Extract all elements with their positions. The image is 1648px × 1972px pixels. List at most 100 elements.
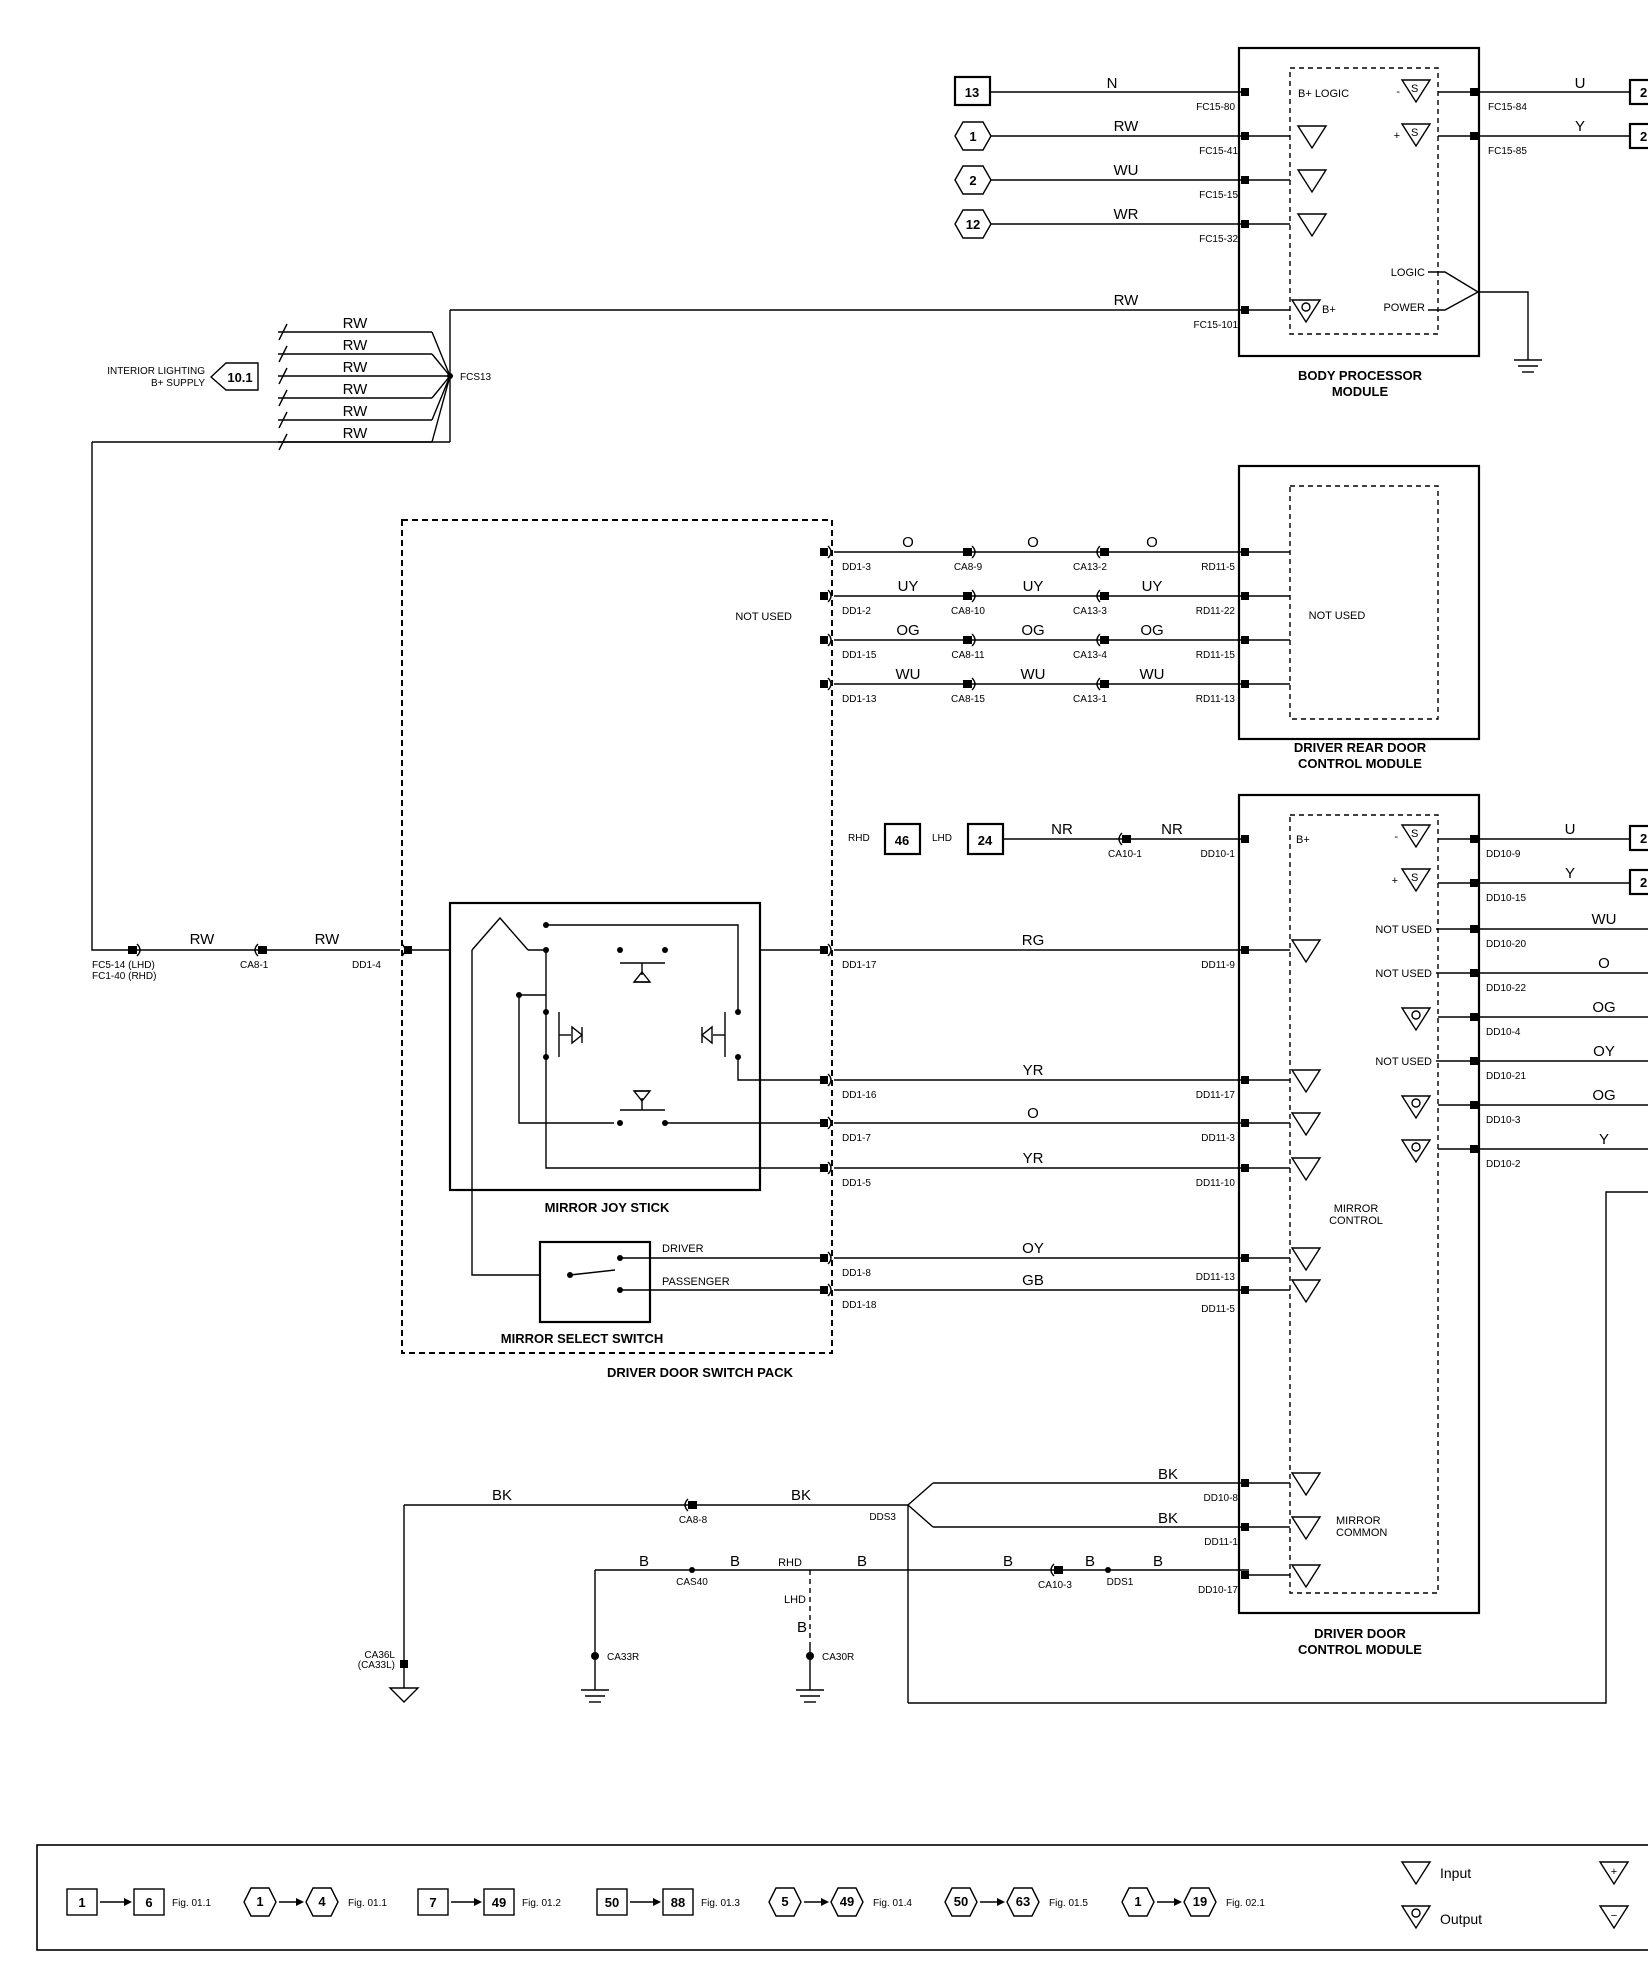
svg-text:OY: OY [1593, 1043, 1615, 1060]
ref-box [953, 75, 992, 107]
svg-text:DD11-3: DD11-3 [1201, 1133, 1235, 1144]
switch-pack-title: DRIVER DOOR SWITCH PACK [607, 1365, 794, 1380]
wire-color: RW [190, 931, 216, 948]
ddcm-input-row: DD1-18 GB DD11-5 [820, 1272, 1322, 1315]
connector-pin: FC5-14 (LHD) [92, 960, 155, 971]
driver-rear-door-module: NOT USED DRIVER REAR DOOR CONTROL MODULE… [820, 464, 1481, 771]
svg-text:Fig. 01.2: Fig. 01.2 [522, 1898, 561, 1909]
svg-text:CA8-10: CA8-10 [951, 606, 985, 617]
wire-color: RW [343, 425, 369, 442]
body-processor-module: BODY PROCESSOR MODULE 13 N FC15-80 B+ LO… [450, 46, 1648, 399]
input-icon [1290, 1247, 1322, 1272]
svg-text:WU: WU [1140, 666, 1165, 683]
svg-text:OG: OG [1021, 622, 1044, 639]
input-icon [1296, 125, 1328, 150]
ddcm-output-row: + S DD10-15 Y 2 [1392, 865, 1648, 904]
legend-item: 1 19 Fig. 02.1 [1121, 1887, 1265, 1917]
b-plus-logic-label: B+ LOGIC [1298, 88, 1349, 100]
svg-text:19: 19 [1193, 1894, 1207, 1909]
svg-text:YR: YR [1023, 1150, 1044, 1167]
rear-row: DD1-15 OG CA8-11 OG CA13-4 OG RD11-15 [820, 622, 1290, 661]
output-icon [1290, 299, 1322, 324]
svg-text:O: O [1146, 534, 1158, 551]
legend-item: 7 49 Fig. 01.2 [417, 1888, 561, 1916]
wire-color: RW [343, 403, 369, 420]
wire-color: B [730, 1553, 740, 1570]
chassis-ground-icon [388, 1687, 420, 1703]
svg-text:DD11-13: DD11-13 [1196, 1272, 1236, 1283]
svg-text:O: O [1027, 1105, 1039, 1122]
wire-color: B [1003, 1553, 1013, 1570]
wire-color: RW [1114, 118, 1140, 135]
svg-text:DD11-10: DD11-10 [1196, 1178, 1236, 1189]
wire-color: U [1575, 75, 1586, 92]
input-icon [1296, 213, 1328, 238]
svg-text:Fig. 01.4: Fig. 01.4 [873, 1898, 912, 1909]
rhd-label: RHD [778, 1557, 802, 1569]
output-sign: + [1394, 130, 1400, 142]
connector-pin: CA10-1 [1108, 849, 1142, 860]
rhd-label: RHD [848, 833, 870, 844]
svg-text:-: - [1394, 831, 1398, 843]
wire-color: B [639, 1553, 649, 1570]
wire-color: RW [343, 337, 369, 354]
svg-text:O: O [1027, 534, 1039, 551]
wire-color: NR [1051, 821, 1073, 838]
output-legend-label: Output [1440, 1911, 1482, 1927]
svg-text:DD10-20: DD10-20 [1486, 939, 1526, 950]
svg-text:DD10-2: DD10-2 [1486, 1159, 1521, 1170]
svg-text:BK: BK [1158, 1510, 1178, 1527]
lhd-label: LHD [932, 833, 952, 844]
svg-text:UY: UY [1023, 578, 1044, 595]
ground-point: CA33R [607, 1652, 639, 1663]
ddcm-output-row: DD10-4 OG [1400, 999, 1648, 1038]
ddcm-output-row: DD10-3 OG [1400, 1087, 1648, 1126]
input-icon [1290, 1279, 1322, 1304]
svg-text:−: − [1611, 1910, 1617, 1922]
svg-text:RD11-22: RD11-22 [1196, 606, 1236, 617]
interior-lighting-label: INTERIOR LIGHTING [107, 366, 205, 377]
ddcm-output-row: NOT USED DD10-21 OY [1375, 1043, 1648, 1082]
svg-text:DD10-22: DD10-22 [1486, 983, 1526, 994]
wire-color: WU [1114, 162, 1139, 179]
svg-text:DD10-21: DD10-21 [1486, 1071, 1526, 1082]
svg-text:DD10-8: DD10-8 [1204, 1493, 1239, 1504]
driver-label: DRIVER [662, 1243, 704, 1255]
b-plus-label: B+ [1322, 304, 1336, 316]
wire-color: B [1085, 1553, 1095, 1570]
output-icon [1400, 123, 1432, 148]
svg-text:Y: Y [1599, 1131, 1609, 1148]
svg-text:OG: OG [1140, 622, 1163, 639]
bpm-title-1: BODY PROCESSOR [1298, 368, 1423, 383]
svg-text:BK: BK [1158, 1466, 1178, 1483]
legend-item: 5 49 Fig. 01.4 [768, 1887, 912, 1917]
svg-text:2: 2 [1640, 875, 1647, 890]
splice-label: CAS40 [676, 1577, 708, 1588]
svg-text:CA13-3: CA13-3 [1073, 606, 1107, 617]
rear-row: DD1-2 UY CA8-10 UY CA13-3 UY RD11-22 [820, 578, 1290, 617]
svg-text:DD10-9: DD10-9 [1486, 849, 1521, 860]
ref-label: 1 [969, 129, 976, 144]
b-plus-label: B+ [1296, 834, 1310, 846]
rear-row: DD1-3 O CA8-9 O CA13-2 O RD11-5 [820, 534, 1290, 573]
ddcm-input-row: DD1-16 YR DD11-17 [820, 1062, 1322, 1101]
svg-text:DD1-13: DD1-13 [842, 694, 877, 705]
svg-text:O: O [902, 534, 914, 551]
connector-pin: CA10-3 [1038, 1580, 1072, 1591]
wire-color: BK [791, 1487, 811, 1504]
mirror-control-label: CONTROL [1329, 1215, 1383, 1227]
svg-text:63: 63 [1016, 1894, 1030, 1909]
ddcm-title-2: CONTROL MODULE [1298, 1642, 1422, 1657]
joystick-title: MIRROR JOY STICK [545, 1200, 670, 1215]
mirror-control-label: MIRROR [1334, 1203, 1379, 1215]
svg-text:DD1-8: DD1-8 [842, 1268, 871, 1279]
ddcm-input-row: DD1-17 RG DD11-9 [820, 932, 1322, 971]
ref-label: 12 [966, 217, 980, 232]
output-icon [1400, 1905, 1432, 1930]
svg-text:CA8-9: CA8-9 [954, 562, 983, 573]
svg-text:Fig. 01.3: Fig. 01.3 [701, 1898, 740, 1909]
svg-text:DD1-3: DD1-3 [842, 562, 871, 573]
input-legend-label: Input [1440, 1865, 1471, 1881]
svg-text:OG: OG [896, 622, 919, 639]
passenger-label: PASSENGER [662, 1276, 730, 1288]
